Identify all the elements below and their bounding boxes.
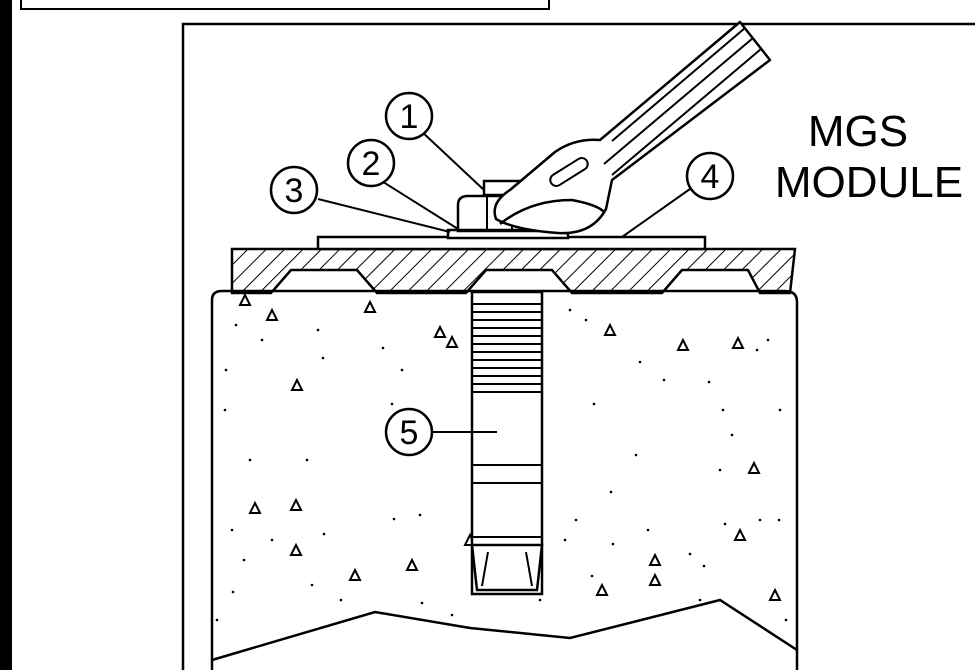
title-line-2: MODULE [775,158,963,207]
callout-5-number: 5 [400,414,419,452]
callout-4: 4 [685,151,735,201]
bolt-threads [472,303,542,393]
top-frame-box [20,0,550,10]
left-border-bar [0,0,12,670]
wrench [493,20,772,235]
drawing-frame [181,22,975,670]
callout-2-number: 2 [362,145,381,183]
callout-1-number: 1 [400,98,419,136]
title-line-1: MGS [808,107,908,156]
callout-3: 3 [269,165,319,215]
expansion-sleeve [470,543,544,592]
anchor-bolt [470,290,544,596]
callout-4-number: 4 [701,158,720,196]
callout-5: 5 [384,407,434,457]
callout-2: 2 [346,138,396,188]
leader-line-3 [317,198,451,233]
steel-deck [230,247,797,295]
leader-line-2 [379,179,459,230]
callout-3-number: 3 [285,172,304,210]
callout-1: 1 [384,91,434,141]
leader-line-1 [419,129,485,191]
leader-line-4 [621,188,691,238]
